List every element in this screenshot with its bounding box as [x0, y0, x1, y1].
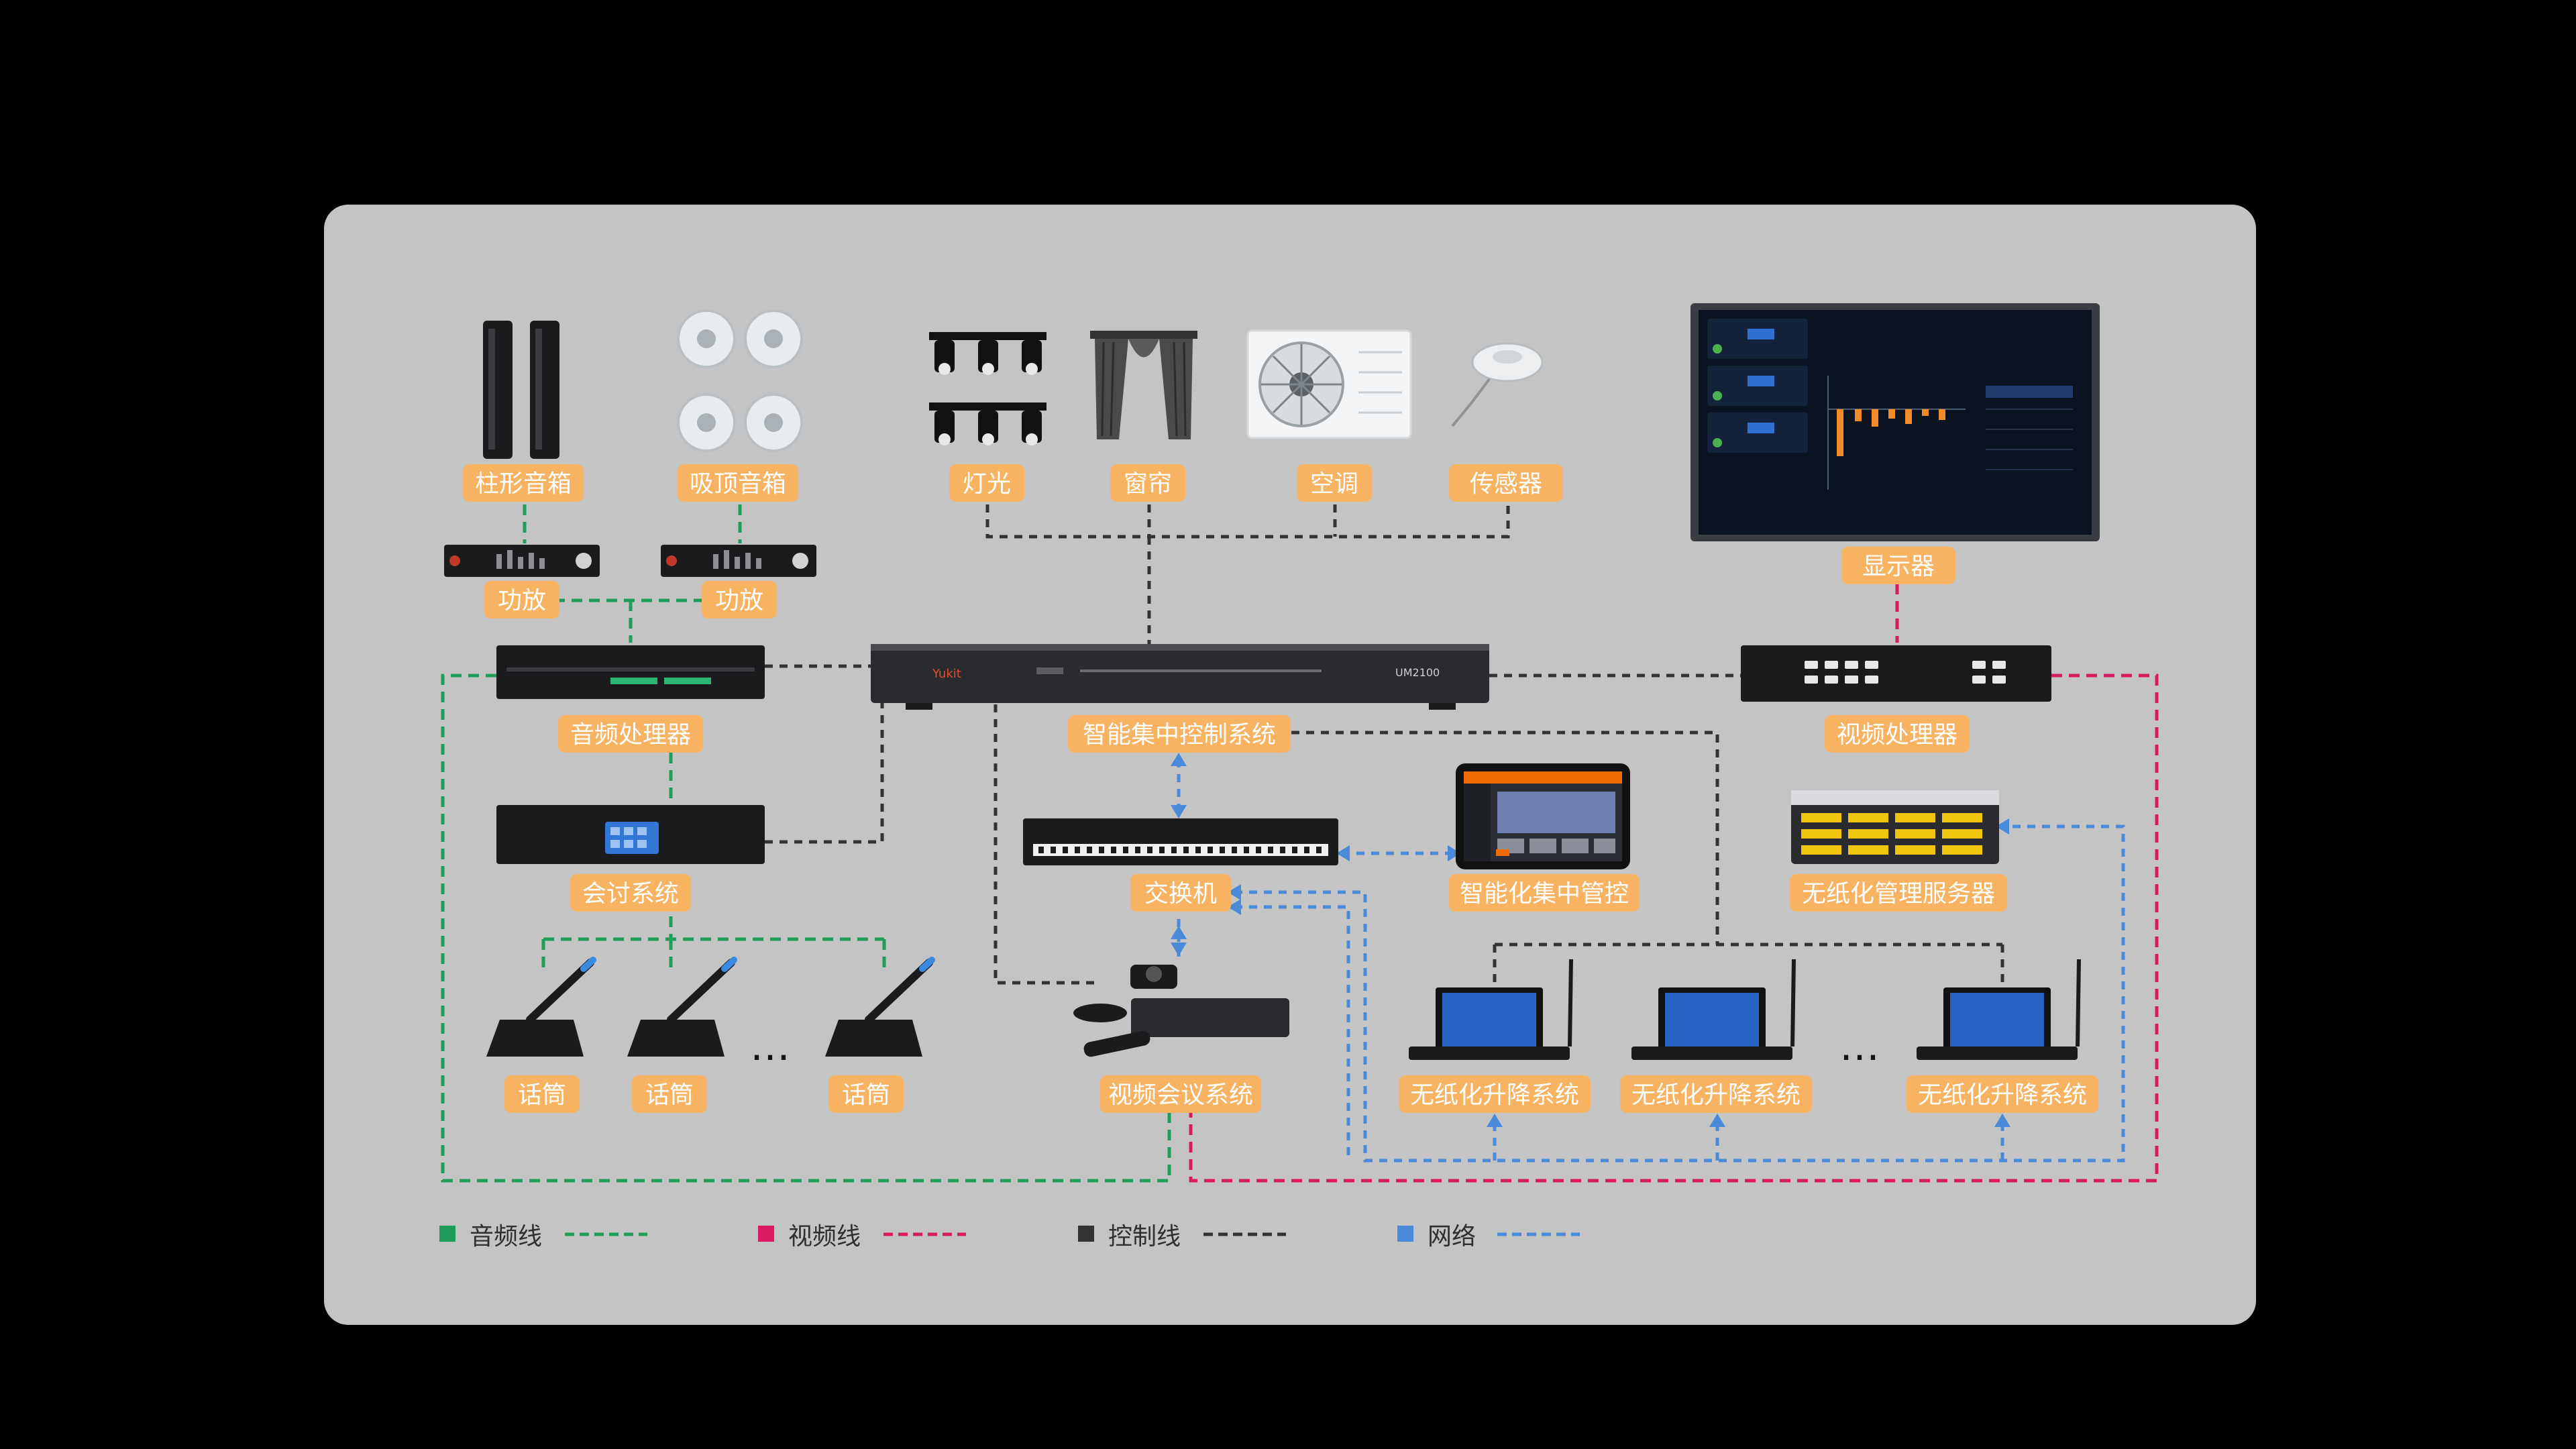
svg-text:灯光: 灯光	[963, 470, 1011, 498]
svg-text:音频处理器: 音频处理器	[570, 721, 691, 749]
audio-lines	[441, 504, 1171, 1183]
legend-video: 视频线	[758, 1223, 966, 1250]
microphone-device-1	[486, 957, 596, 1057]
svg-text:话筒: 话筒	[842, 1081, 890, 1109]
curtain-device	[1090, 331, 1197, 439]
ac-device	[1246, 329, 1412, 439]
conference-host-device	[496, 805, 765, 864]
svg-text:显示器: 显示器	[1862, 553, 1935, 580]
lift-ellipsis: …	[1839, 1023, 1880, 1070]
svg-text:无纸化升降系统: 无纸化升降系统	[1918, 1081, 2087, 1109]
microphone-device-3	[825, 957, 935, 1057]
svg-text:空调: 空调	[1310, 470, 1358, 498]
mic-ellipsis: …	[750, 1023, 790, 1070]
label-lift-1: 无纸化升降系统	[1399, 1075, 1591, 1113]
label-column-speaker: 柱形音箱	[463, 464, 584, 502]
label-video-conference: 视频会议系统	[1100, 1075, 1261, 1113]
svg-text:音频线: 音频线	[470, 1223, 542, 1250]
video-processor-device	[1741, 645, 2051, 702]
svg-text:视频处理器: 视频处理器	[1837, 721, 1957, 749]
paperless-server-device	[1791, 790, 1999, 864]
svg-text:吸顶音箱: 吸顶音箱	[690, 470, 786, 498]
network-switch-device	[1023, 818, 1338, 865]
smart-control-tablet-device	[1456, 763, 1630, 869]
svg-text:交换机: 交换机	[1144, 880, 1217, 908]
svg-text:无纸化升降系统: 无纸化升降系统	[1410, 1081, 1579, 1109]
legend-control: 控制线	[1078, 1223, 1286, 1250]
network-arrowheads	[1171, 753, 2010, 1127]
svg-text:视频线: 视频线	[788, 1223, 861, 1250]
svg-text:视频会议系统: 视频会议系统	[1108, 1081, 1253, 1109]
svg-text:无纸化管理服务器: 无纸化管理服务器	[1802, 880, 1995, 908]
label-curtain: 窗帘	[1110, 464, 1185, 502]
display-device	[1690, 303, 2100, 541]
video-conference-device	[1073, 965, 1289, 1057]
label-light: 灯光	[949, 464, 1024, 502]
svg-text:功放: 功放	[498, 587, 546, 614]
label-lift-3: 无纸化升降系统	[1907, 1075, 2098, 1113]
label-mic-1: 话筒	[504, 1075, 580, 1113]
label-video-processor: 视频处理器	[1825, 715, 1970, 753]
legend-network: 网络	[1397, 1223, 1580, 1250]
label-ac: 空调	[1297, 464, 1372, 502]
label-lift-2: 无纸化升降系统	[1620, 1075, 1812, 1113]
label-audio-processor: 音频处理器	[558, 715, 703, 753]
paperless-lift-device-1	[1409, 959, 1573, 1060]
svg-text:话筒: 话筒	[518, 1081, 566, 1109]
controller-brand-text: Yukit	[932, 667, 961, 681]
column-speaker-device	[483, 321, 559, 459]
svg-text:柱形音箱: 柱形音箱	[475, 470, 572, 498]
label-amp-1: 功放	[484, 581, 559, 619]
controller-model-text: UM2100	[1395, 666, 1440, 679]
audio-processor-device	[496, 645, 765, 699]
video-lines	[1189, 584, 2159, 1183]
label-mic-2: 话筒	[632, 1075, 707, 1113]
svg-text:话筒: 话筒	[645, 1081, 694, 1109]
paperless-lift-device-3	[1917, 959, 2081, 1060]
microphone-device-2	[627, 957, 737, 1057]
label-display: 显示器	[1841, 547, 1955, 584]
label-central-control: 智能集中控制系统	[1068, 715, 1291, 753]
label-switch: 交换机	[1130, 874, 1231, 912]
sensor-device	[1451, 342, 1544, 427]
svg-text:窗帘: 窗帘	[1124, 470, 1172, 498]
ceiling-speaker-device	[677, 309, 803, 452]
light-device	[929, 332, 1046, 445]
legend: 音频线 视频线 控制线 网络	[439, 1223, 1580, 1250]
svg-text:网络: 网络	[1428, 1223, 1476, 1250]
svg-text:会讨系统: 会讨系统	[582, 880, 679, 908]
central-controller-device: Yukit UM2100	[871, 644, 1489, 710]
label-conference-system: 会讨系统	[570, 874, 691, 912]
label-amp-2: 功放	[702, 581, 777, 619]
svg-text:功放: 功放	[715, 587, 763, 614]
svg-text:智能化集中管控: 智能化集中管控	[1460, 880, 1629, 908]
svg-text:智能集中控制系统: 智能集中控制系统	[1083, 721, 1276, 749]
svg-text:控制线: 控制线	[1108, 1223, 1181, 1250]
svg-text:无纸化升降系统: 无纸化升降系统	[1631, 1081, 1801, 1109]
label-ceiling-speaker: 吸顶音箱	[678, 464, 798, 502]
label-sensor: 传感器	[1449, 464, 1563, 502]
label-paperless-server: 无纸化管理服务器	[1790, 874, 2007, 912]
label-smart-control: 智能化集中管控	[1449, 874, 1640, 912]
label-mic-3: 话筒	[828, 1075, 904, 1113]
amplifier-device-1	[444, 545, 600, 577]
svg-text:传感器: 传感器	[1470, 470, 1542, 498]
legend-audio: 音频线	[439, 1223, 647, 1250]
paperless-lift-device-2	[1631, 959, 1796, 1060]
amplifier-device-2	[661, 545, 816, 577]
control-lines	[765, 504, 2004, 986]
